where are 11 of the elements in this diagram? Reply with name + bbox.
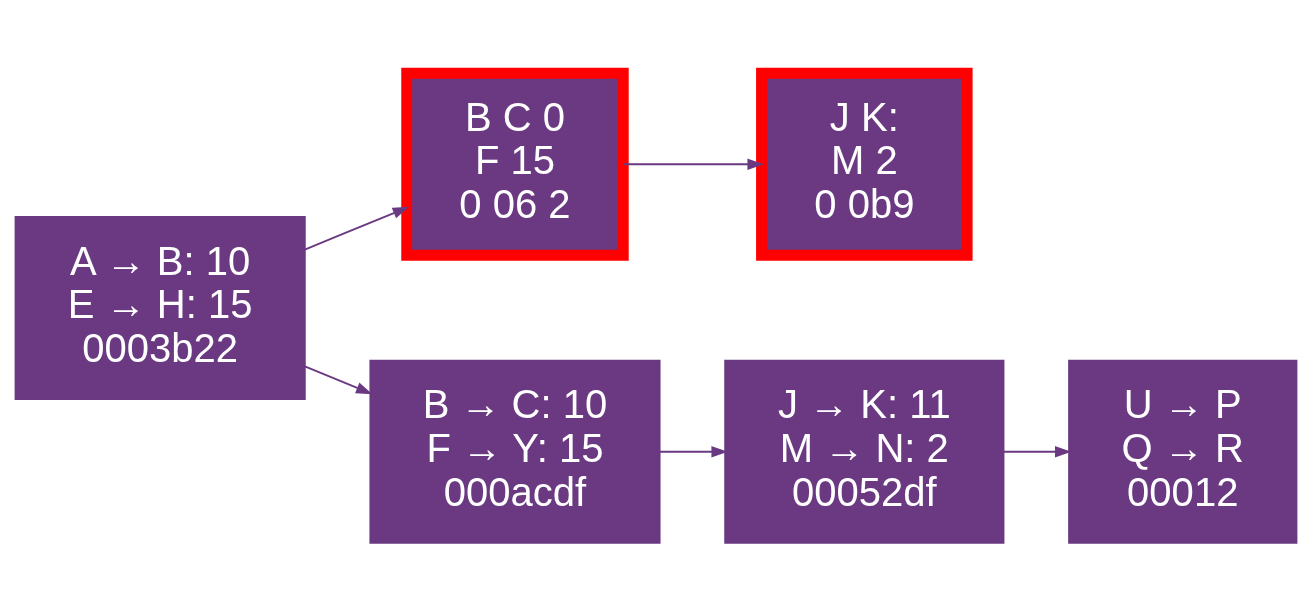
- arrow: [622, 158, 764, 170]
- node-box: B C 0 F 15 0 06 2: [401, 67, 629, 261]
- node-box: U → P Q → R 00012: [1068, 359, 1298, 544]
- node-box: J K: M 2 0 0b9: [756, 67, 973, 261]
- arrow: [659, 446, 728, 458]
- node-box: J → K: 11 M → N: 2 00052df: [724, 359, 1005, 544]
- arrow: [303, 365, 373, 395]
- arrow: [1002, 446, 1072, 458]
- arrow: [303, 206, 410, 251]
- node-box: A → B: 10 E → H: 15 0003b22: [14, 216, 306, 400]
- node-box: B → C: 10 F → Y: 15 000acdf: [369, 359, 661, 544]
